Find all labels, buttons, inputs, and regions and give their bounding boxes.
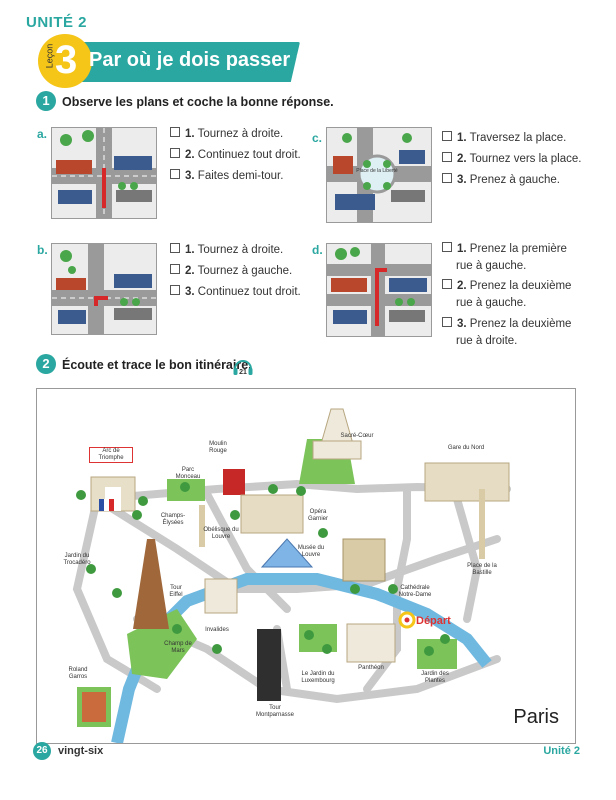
map-drawing	[72, 408, 511, 743]
city-label: Paris	[513, 706, 559, 728]
checkbox[interactable]	[442, 173, 452, 183]
option-a-1[interactable]: 1. Tournez à droite.	[170, 125, 283, 143]
exercise-instruction: Observe les plans et coche la bonne répo…	[62, 95, 334, 109]
lesson-title: Par où je dois passer ?	[89, 49, 308, 71]
option-c-1[interactable]: 1. Traversez la place.	[442, 129, 566, 147]
option-b-2[interactable]: 2. Tournez à gauche.	[170, 262, 292, 280]
lesson-number: 3	[55, 38, 78, 82]
label-opera-garnier: Opéra Garnier	[307, 509, 328, 522]
label-tour-eiffel: Tour Eiffel	[169, 585, 183, 598]
page-number-words: vingt-six	[58, 745, 104, 757]
exercise-number: 1	[36, 91, 56, 111]
option-b-3[interactable]: 3. Continuez tout droit.	[170, 283, 301, 301]
label-luxembourg: Le Jardin du Luxembourg	[301, 671, 335, 684]
checkbox[interactable]	[170, 285, 180, 295]
plan-label: Place de la Liberté	[356, 168, 398, 174]
checkbox[interactable]	[442, 242, 452, 252]
label-tour-montparnasse: Tour Montparnasse	[255, 705, 295, 718]
item-letter: d.	[312, 243, 323, 257]
label-obelisque: Obélisque du Louvre	[203, 527, 239, 540]
track-number: 21	[239, 369, 247, 376]
label-musee-du-louvre: Musée du Louvre	[297, 545, 325, 558]
option-d-3[interactable]: 3. Prenez la deuxième	[442, 315, 571, 333]
street-plan-c: Place de la Liberté	[326, 127, 432, 223]
option-d-2[interactable]: 2. Prenez la deuxième	[442, 277, 571, 295]
start-label: Départ	[416, 615, 451, 627]
paris-map: Arc de Triomphe Moulin Rouge Parc Moncea…	[36, 388, 576, 744]
checkbox[interactable]	[442, 279, 452, 289]
option-c-3[interactable]: 3. Prenez à gauche.	[442, 171, 560, 189]
street-plan-b	[51, 243, 157, 335]
item-letter: c.	[312, 131, 323, 145]
footer-unit: Unité 2	[543, 745, 580, 757]
checkbox[interactable]	[170, 148, 180, 158]
label-arc-de-triomphe: Arc de Triomphe	[89, 447, 133, 463]
option-a-2[interactable]: 2. Continuez tout droit.	[170, 146, 301, 164]
item-letter: a.	[37, 127, 48, 141]
label-gare-du-nord: Gare du Nord	[447, 445, 485, 451]
page-number: 26	[33, 742, 51, 760]
option-a-3[interactable]: 3. Faites demi-tour.	[170, 167, 283, 185]
headphones-icon[interactable]: 21	[232, 356, 253, 376]
option-c-2[interactable]: 2. Tournez vers la place.	[442, 150, 581, 168]
checkbox[interactable]	[170, 127, 180, 137]
option-d-2-line2: rue à gauche.	[456, 297, 527, 309]
label-sacre-coeur: Sacré-Cœur	[340, 433, 374, 439]
street-plan-a	[51, 127, 157, 219]
label-champs-elysees: Champs-Élysées	[160, 513, 186, 526]
item-letter: b.	[37, 243, 48, 257]
checkbox[interactable]	[442, 152, 452, 162]
checkbox[interactable]	[442, 317, 452, 327]
checkbox[interactable]	[170, 169, 180, 179]
option-d-1-line2: rue à gauche.	[456, 260, 527, 272]
label-trocadero: Jardin du Trocadéro	[63, 553, 91, 566]
label-jardin-des-plantes: Jardin des Plantes	[421, 671, 449, 684]
street-plan-d	[326, 243, 432, 337]
lesson-badge	[38, 34, 92, 88]
exercise-instruction: Écoute et trace le bon itinéraire.	[62, 358, 252, 372]
option-d-1[interactable]: 1. Prenez la première	[442, 240, 567, 258]
option-b-1[interactable]: 1. Tournez à droite.	[170, 241, 283, 259]
label-bastille: Place de la Bastille	[467, 563, 497, 576]
checkbox[interactable]	[442, 131, 452, 141]
label-pantheon: Panthéon	[358, 665, 384, 671]
checkbox[interactable]	[170, 264, 180, 274]
checkbox[interactable]	[170, 243, 180, 253]
lesson-word: Leçon	[44, 43, 55, 69]
label-parc-monceau: Parc Monceau	[175, 467, 201, 480]
option-d-3-line2: rue à droite.	[456, 335, 518, 347]
label-invalides: Invalides	[205, 627, 229, 633]
label-champ-de-mars: Champ de Mars	[164, 641, 192, 654]
label-notre-dame: Cathédrale Notre-Dame	[398, 585, 432, 598]
label-roland-garros: Roland Garros	[68, 667, 88, 680]
unit-label: UNITÉ 2	[26, 14, 88, 31]
lesson-banner	[70, 42, 300, 82]
label-moulin-rouge: Moulin Rouge	[209, 441, 227, 454]
exercise-number: 2	[36, 354, 56, 374]
